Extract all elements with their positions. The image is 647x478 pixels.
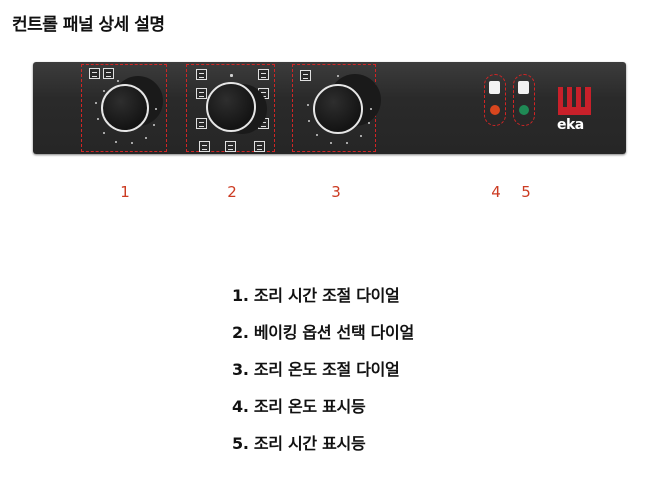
mode-icon-left-upper — [196, 88, 207, 99]
mode-icon-top-left — [196, 69, 207, 80]
mode-icon-bottom-center — [225, 141, 236, 152]
mode-icon-bottom-left — [199, 141, 210, 152]
callout-1: 1 — [120, 183, 130, 201]
control-panel — [33, 62, 626, 154]
mode-icon-bottom-right — [254, 141, 265, 152]
temperature-dial-knob[interactable] — [313, 84, 363, 134]
temperature-indicator-lamp — [490, 105, 500, 115]
baking-dial-knob[interactable] — [206, 82, 256, 132]
description-list: 1. 조리 시간 조절 다이얼 2. 베이킹 옵션 선택 다이얼 3. 조리 온… — [232, 286, 414, 471]
time-indicator-lamp — [519, 105, 529, 115]
mode-icon-left-lower — [196, 118, 207, 129]
baking-dial-marker — [230, 74, 233, 77]
hand-icon — [103, 68, 114, 79]
time-dial-knob[interactable] — [101, 84, 149, 132]
mode-icon-top-right — [258, 69, 269, 80]
description-item-1: 1. 조리 시간 조절 다이얼 — [232, 286, 400, 305]
callout-4: 4 — [491, 183, 501, 201]
callout-3: 3 — [331, 183, 341, 201]
eka-logo-text: eka — [557, 117, 584, 133]
eka-logo-mark — [558, 87, 591, 115]
time-lamp-zone — [513, 74, 535, 126]
page-title: 컨트롤 패널 상세 설명 — [12, 15, 165, 35]
temperature-lamp-zone — [484, 74, 506, 126]
time-lamp-symbol — [518, 81, 529, 94]
callout-5: 5 — [521, 183, 531, 201]
timer-icon — [89, 68, 100, 79]
description-item-4: 4. 조리 온도 표시등 — [232, 397, 366, 416]
thermometer-icon — [300, 70, 311, 81]
time-dial-zone — [81, 64, 167, 152]
temperature-lamp-symbol — [489, 81, 500, 94]
description-item-2: 2. 베이킹 옵션 선택 다이얼 — [232, 323, 414, 342]
description-item-3: 3. 조리 온도 조절 다이얼 — [232, 360, 400, 379]
callout-2: 2 — [227, 183, 237, 201]
description-item-5: 5. 조리 시간 표시등 — [232, 434, 366, 453]
